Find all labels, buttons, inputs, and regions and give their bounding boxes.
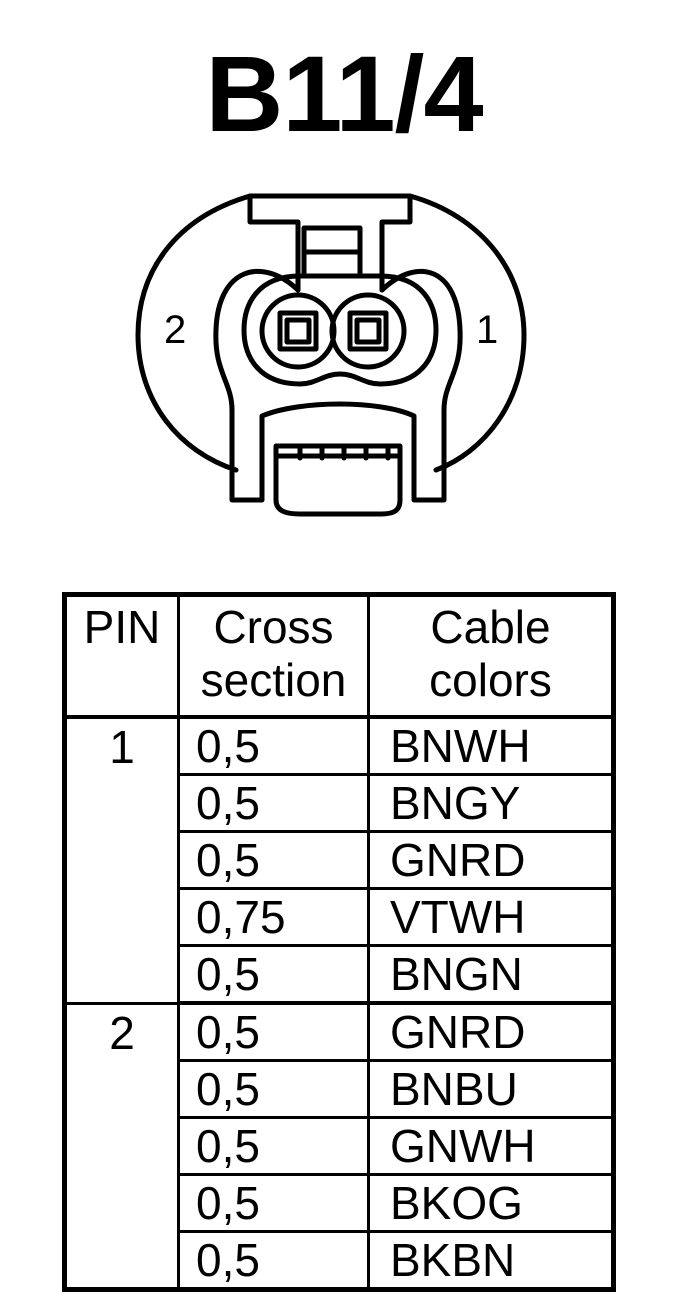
header-cable-colors: Cable colors [367,593,615,719]
table-row: 0,5 BNBU [65,1059,615,1119]
cable-color-cell: VTWH [367,887,615,947]
table-row: 0,5 BKOG [65,1173,615,1233]
cross-section-cell: 0,75 [177,887,370,947]
cross-section-cell: 0,5 [177,1230,370,1291]
cable-color-cell: BNBU [367,1059,615,1119]
pin-number-cell: 2 [63,1001,180,1291]
table-row: 0,5 BNGY [65,773,615,833]
header-pin-text: PIN [83,601,161,653]
table-row: 2 0,5 GNRD [63,1001,615,1291]
cable-color-cell: GNWH [367,1116,615,1176]
cross-section-cell: 0,5 [177,1059,370,1119]
cross-section-cell: 0,5 [177,1173,370,1233]
table-row: 0,75 VTWH [65,887,615,947]
cable-color-cell: BNWH [367,715,615,776]
pin-cavity-1 [329,292,407,370]
cross-section-cell: 0,5 [177,944,370,1005]
connector-latch [247,193,413,293]
header-cable-colors-line1: Cable [430,601,551,653]
cable-color-cell: BKBN [367,1230,615,1291]
cross-section-cell: 0,5 [177,1001,370,1062]
connector-pin-carrier [241,273,439,387]
cross-section-cell: 0,5 [177,773,370,833]
table-row: 0,5 BNGN [65,944,615,1005]
table-header-row: PIN Cross section Cable colors [63,593,615,719]
header-cable-colors-line2: colors [429,654,552,706]
pin-number-cell: 1 [63,715,180,1005]
cross-section-cell: 0,5 [177,1116,370,1176]
cable-color-cell: BNGY [367,773,615,833]
pin-label-1: 1 [476,308,498,352]
pin-label-2: 2 [164,308,186,352]
header-cross-section-line2: section [200,654,347,706]
cross-section-cell: 0,5 [177,715,370,776]
table-row: 1 0,5 BNWH [63,715,615,1005]
cable-color-cell: BNGN [367,944,615,1005]
pin-cavity-2 [259,292,337,370]
connector-lower-tab [259,401,417,449]
cable-color-cell: GNRD [367,830,615,890]
cable-color-cell: BKOG [367,1173,615,1233]
pin-assignment-table: PIN Cross section Cable colors 1 0,5 BNW… [62,592,616,1292]
connector-housing-outline [135,193,527,473]
header-pin: PIN [63,593,180,719]
page-title: B11/4 [205,33,483,154]
connector-inner-body [213,268,463,503]
header-cross-section-line1: Cross [213,601,334,653]
connector-diagram: 2 1 [135,193,527,517]
cable-color-cell: GNRD [367,1001,615,1062]
table-row: 0,5 GNRD [65,830,615,890]
table-row: 0,5 GNWH [65,1116,615,1176]
table-row: 0,5 BKBN [65,1230,615,1291]
header-cross-section: Cross section [177,593,370,719]
cross-section-cell: 0,5 [177,830,370,890]
